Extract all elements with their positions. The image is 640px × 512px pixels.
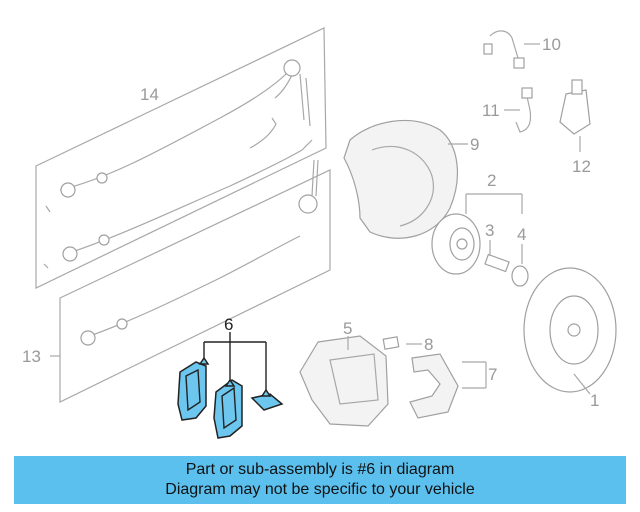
callout-9: 9 — [470, 135, 479, 154]
part-5-caliper — [299, 335, 389, 427]
part-8-clip — [382, 336, 422, 350]
parts-diagram: 14 13 10 11 12 9 2 3 4 5 6 7 8 1 — [22, 27, 617, 439]
part-10-sensor — [483, 30, 540, 69]
callout-4: 4 — [517, 225, 526, 244]
sensor-harness-panel-13 — [50, 169, 331, 403]
part-9-backing-plate — [343, 119, 468, 239]
callout-1: 1 — [590, 391, 599, 410]
brake-pad-outer — [213, 379, 243, 439]
part-4-ring — [511, 244, 529, 287]
brake-pad-inner — [177, 361, 207, 421]
banner-line-2: Diagram may not be specific to your vehi… — [165, 481, 475, 498]
sensor-harness-panel-14 — [35, 27, 327, 289]
callout-8: 8 — [424, 335, 433, 354]
part-6-brake-pads — [177, 332, 284, 439]
callout-3: 3 — [485, 221, 494, 240]
callout-5: 5 — [343, 319, 352, 338]
banner-line-1: Part or sub-assembly is #6 in diagram — [185, 461, 455, 478]
callout-13: 13 — [22, 347, 41, 366]
part-3-bolt — [484, 240, 510, 273]
callout-10: 10 — [542, 35, 561, 54]
part-7-bracket — [409, 353, 487, 419]
part-1-rotor — [523, 267, 617, 395]
callout-11: 11 — [482, 101, 500, 120]
info-banner: Part or sub-assembly is #6 in diagram Di… — [14, 456, 626, 504]
part-11-sensor — [504, 87, 533, 133]
callout-7: 7 — [488, 365, 497, 384]
part-12-sensor — [559, 79, 591, 152]
callout-12: 12 — [572, 157, 591, 176]
callout-14: 14 — [140, 85, 159, 104]
callout-2: 2 — [487, 171, 496, 190]
callout-6: 6 — [224, 315, 233, 334]
part-2-hub — [431, 193, 523, 275]
